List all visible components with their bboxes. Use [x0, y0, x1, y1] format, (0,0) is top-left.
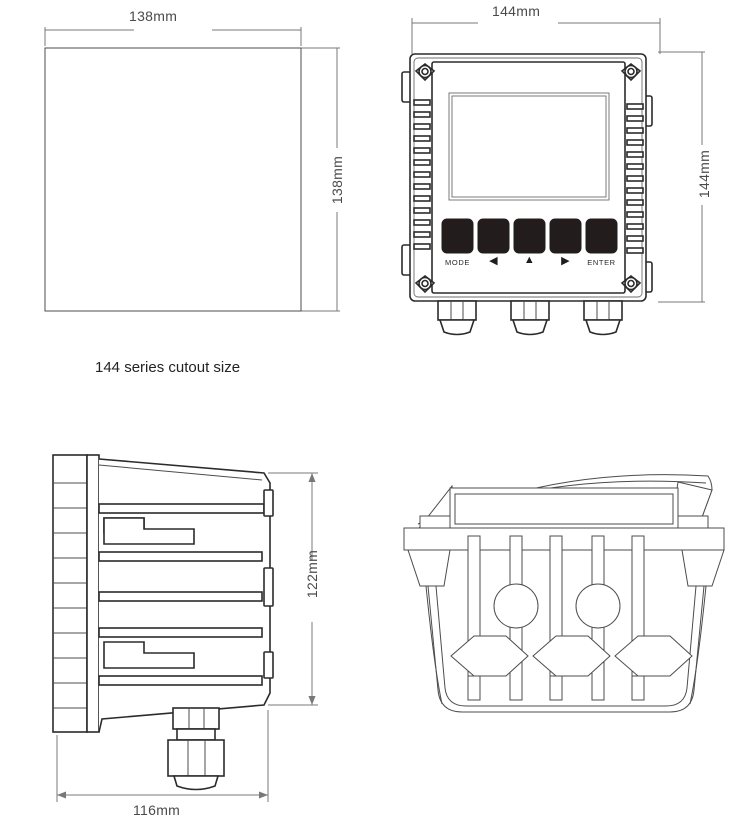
dimension-cutout-width [44, 27, 302, 46]
key-enter[interactable] [585, 218, 618, 254]
bottom-channel-overlays [467, 675, 645, 701]
dimension-cutout-height [301, 47, 340, 312]
front-cable-glands [437, 300, 623, 336]
bottom-tab-right [677, 515, 709, 529]
bottom-hex-gland-2 [532, 635, 611, 677]
side-depth-label: 116mm [133, 802, 181, 818]
cutout-caption: 144 series cutout size [95, 359, 241, 376]
bottom-wire-left [425, 585, 443, 705]
side-height-label: 122mm [304, 549, 320, 599]
key-label-enter: ENTER [587, 258, 616, 267]
dimension-front-width [411, 18, 661, 54]
bottom-wire-right [689, 585, 707, 705]
front-height-label: 144mm [696, 149, 712, 199]
corner-screw-top-left [414, 62, 436, 82]
bezel-fin-stack [52, 454, 88, 733]
corner-screw-bottom-right [620, 274, 642, 294]
keypad-buttons [441, 218, 618, 254]
side-view-geometry [52, 454, 318, 802]
dimension-side-height [268, 472, 318, 706]
bottom-body-curve-inner [435, 585, 697, 707]
side-mounting-clips [263, 489, 274, 679]
cutout-rectangle [44, 47, 302, 312]
bottom-view-geometry [403, 474, 725, 713]
view-front: MODE ◀ ▲ ▶ ENTER 144mm 144mm [390, 0, 742, 360]
bottom-funnel-left [407, 549, 451, 587]
view-panel-cutout: 138mm 138mm [0, 0, 371, 400]
front-width-label: 144mm [492, 3, 541, 19]
panel-cutout-geometry [44, 27, 340, 312]
side-cable-gland [167, 707, 225, 791]
side-body-top-inner [98, 464, 263, 481]
dimension-front-height [658, 51, 705, 303]
lcd-display [448, 92, 610, 201]
side-bezel-plate [86, 454, 100, 733]
key-label-mode: MODE [445, 258, 470, 267]
vent-slots-right [626, 103, 644, 254]
key-right[interactable] [549, 218, 582, 254]
view-bottom [390, 450, 742, 790]
bottom-flange-bar [403, 527, 725, 551]
key-label-right: ▶ [561, 255, 570, 267]
cutout-width-label: 138mm [129, 8, 178, 24]
key-label-left: ◀ [489, 255, 498, 267]
key-label-up: ▲ [523, 254, 536, 266]
key-up[interactable] [513, 218, 546, 254]
bottom-funnel-right [681, 549, 725, 587]
corner-screw-top-right [620, 62, 642, 82]
key-left[interactable] [477, 218, 510, 254]
view-side: 122mm 116mm [40, 440, 380, 836]
bottom-tab-left [419, 515, 451, 529]
bottom-lid-inner [454, 493, 674, 525]
bottom-round-plug-2 [575, 583, 621, 629]
corner-screw-bottom-left [414, 274, 436, 294]
bottom-round-plug-1 [493, 583, 539, 629]
cutout-height-label: 138mm [329, 155, 345, 205]
dimension-side-depth [56, 710, 269, 802]
vent-slots-left [413, 99, 431, 250]
bottom-body-curve-outer [427, 585, 705, 713]
bottom-hex-gland-3 [614, 635, 693, 677]
side-recess-upper [103, 517, 195, 545]
bottom-hex-gland-1 [450, 635, 529, 677]
side-recess-lower [103, 641, 195, 669]
front-view-geometry [401, 18, 705, 336]
key-mode[interactable] [441, 218, 474, 254]
side-rib-slots [98, 503, 265, 686]
